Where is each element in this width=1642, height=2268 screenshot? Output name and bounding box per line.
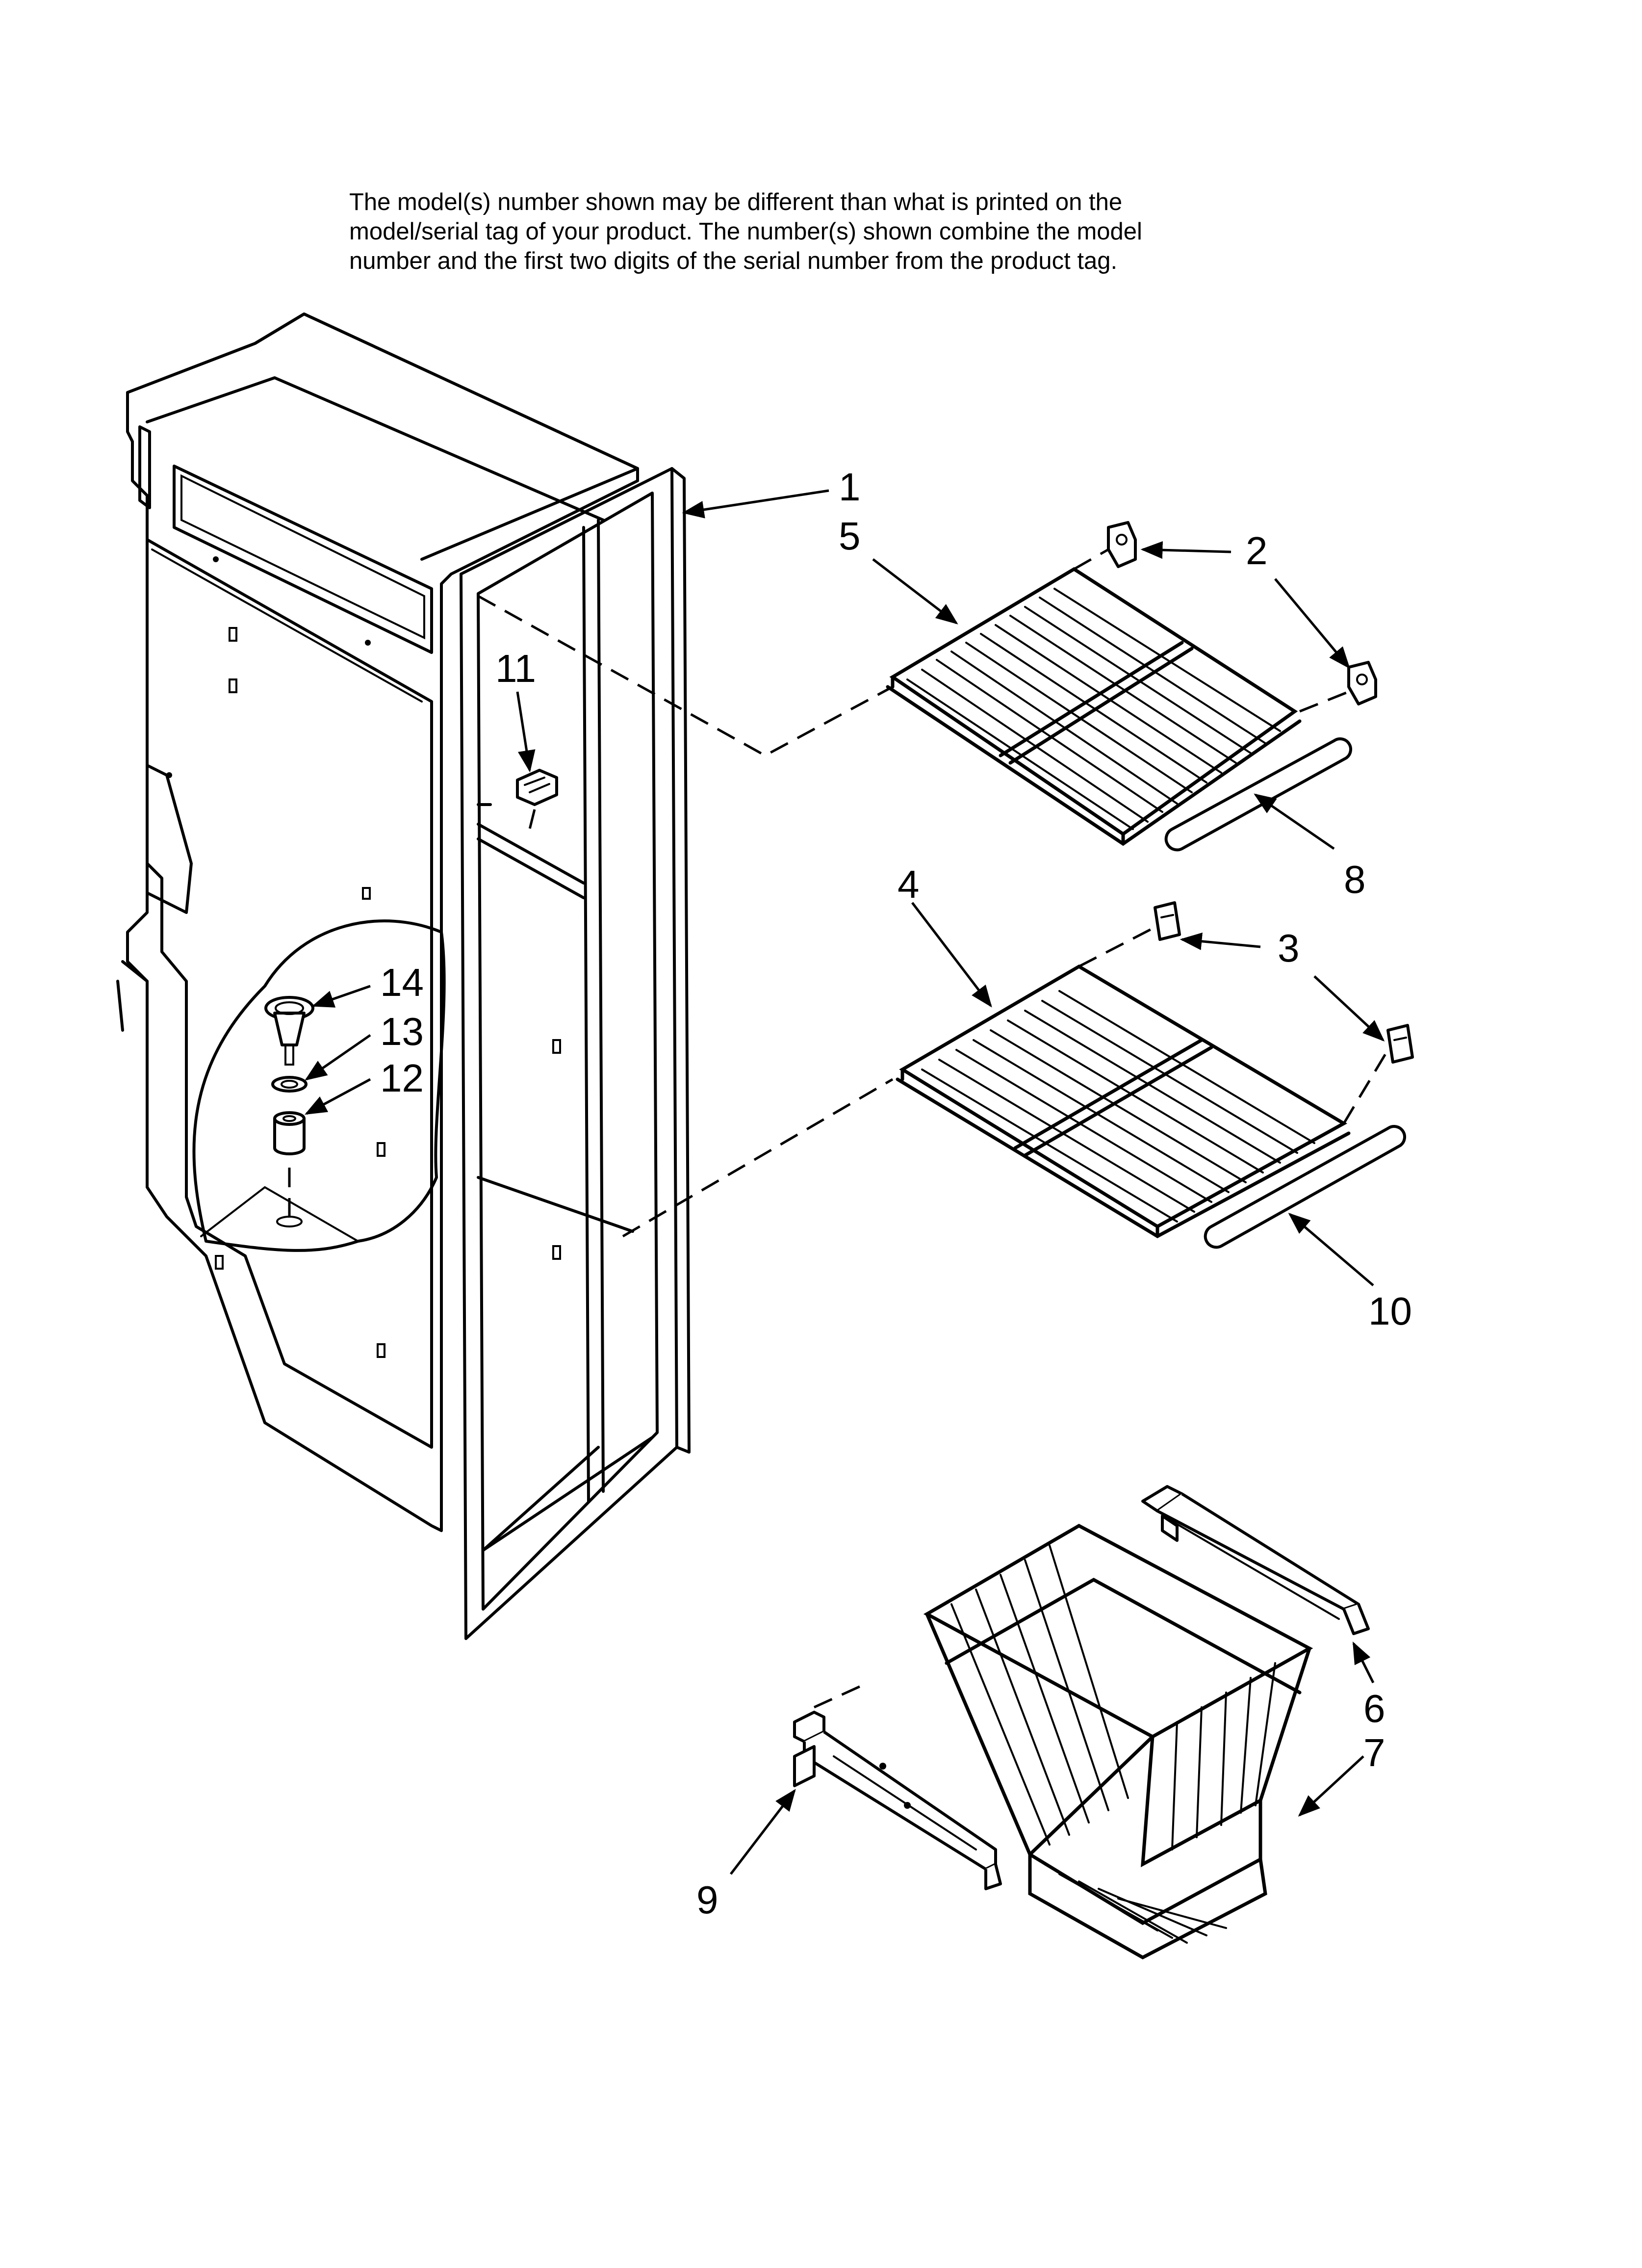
- freezer-liner-part: [116, 313, 691, 1640]
- callout-10: 10: [1368, 1289, 1412, 1333]
- callout-11: 11: [495, 647, 536, 690]
- callout-3: 3: [1278, 926, 1300, 970]
- callout-12: 12: [380, 1056, 424, 1100]
- callout-14: 14: [380, 961, 424, 1004]
- disclaimer-line-2: model/serial tag of your product. The nu…: [349, 218, 1142, 245]
- part-10-shelf-trim: [1204, 1125, 1406, 1249]
- disclaimer-line-3: number and the first two digits of the s…: [349, 248, 1118, 274]
- callout-2: 2: [1246, 529, 1268, 573]
- callout-7: 7: [1363, 1731, 1385, 1774]
- drain-assembly: [264, 996, 314, 1227]
- part-3-shelf-supports: [1078, 901, 1414, 1124]
- basket-wires: [950, 1544, 1276, 1944]
- part-2-shelf-supports: [1073, 521, 1377, 713]
- callout-13: 13: [380, 1010, 424, 1053]
- callout-5: 5: [839, 514, 861, 558]
- liner-holes: [166, 556, 561, 1358]
- alignment-lines: [477, 595, 894, 1238]
- disclaimer-text: The model(s) number shown may be differe…: [349, 187, 1428, 276]
- callout-4: 4: [898, 862, 920, 906]
- part-7-wire-basket: [923, 1523, 1313, 1959]
- upper-wire-shelf: [886, 567, 1302, 846]
- callout-6: 6: [1363, 1687, 1385, 1730]
- lower-wire-shelf: [896, 964, 1351, 1239]
- part-11-clip: [516, 769, 558, 830]
- callout-1: 1: [839, 465, 861, 509]
- part-9-basket-slide-left: [793, 1681, 1002, 1890]
- callout-labels: 1 5 2 11 8 4 3 14 13 12 10 6 7 9: [380, 465, 1412, 1922]
- callout-8: 8: [1344, 858, 1366, 901]
- upper-shelf-wires: [906, 588, 1281, 830]
- disclaimer-line-1: The model(s) number shown may be differe…: [349, 189, 1123, 215]
- leader-lines: [305, 489, 1385, 1875]
- lower-shelf-wires: [921, 990, 1315, 1223]
- callout-9: 9: [696, 1878, 718, 1922]
- part-6-basket-slide-right: [1141, 1485, 1370, 1635]
